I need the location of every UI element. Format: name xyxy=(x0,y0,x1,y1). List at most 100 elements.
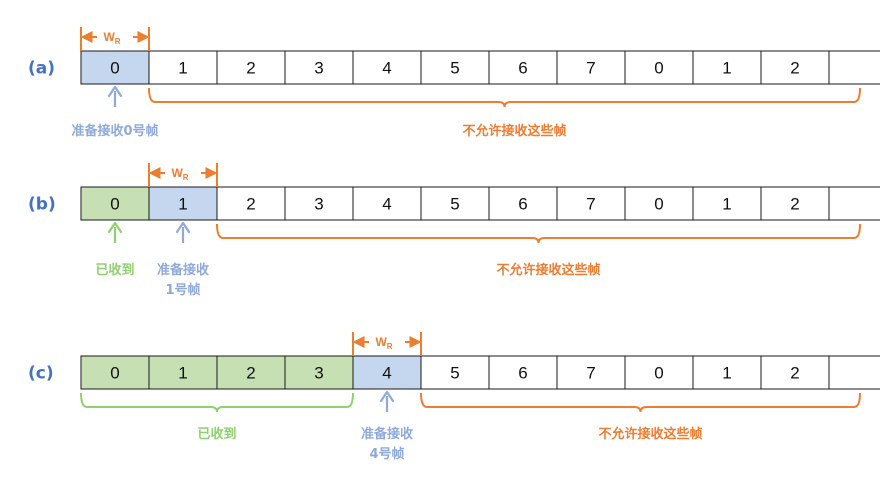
ready-to-receive-label: 1号帧 xyxy=(165,282,200,298)
frame-cell: 3 xyxy=(284,355,354,390)
frame-number: 0 xyxy=(110,59,119,78)
frame-cell xyxy=(828,355,880,390)
not-allowed-bracket xyxy=(420,392,861,413)
frame-cell: 1 xyxy=(148,50,218,85)
frame-number: 4 xyxy=(382,59,391,78)
window-size-label: WR xyxy=(171,166,188,182)
frame-cell: 1 xyxy=(148,186,218,221)
frame-cell: 0 xyxy=(80,355,150,390)
not-allowed-label: 不允许接收这些帧 xyxy=(462,123,566,139)
frame-cell: 6 xyxy=(488,50,558,85)
frame-cell: 6 xyxy=(488,355,558,390)
frame-cell: 0 xyxy=(624,186,694,221)
frame-number: 6 xyxy=(518,59,527,78)
frame-number: 4 xyxy=(382,195,391,214)
row-label: (c) xyxy=(28,364,54,384)
ready-to-receive-label: 4号帧 xyxy=(369,446,404,462)
ready-arrow xyxy=(107,85,123,107)
frame-cell: 2 xyxy=(760,50,830,85)
frame-number: 0 xyxy=(654,195,663,214)
not-allowed-label: 不允许接收这些帧 xyxy=(598,426,702,442)
frame-cell: 2 xyxy=(760,355,830,390)
frame-cell: 1 xyxy=(148,355,218,390)
frame-number: 6 xyxy=(518,364,527,383)
frame-number: 1 xyxy=(178,364,187,383)
row-label: (b) xyxy=(28,195,56,215)
frame-cell: 0 xyxy=(624,50,694,85)
ready-to-receive-label: 准备接收 xyxy=(157,262,210,278)
frame-cell: 2 xyxy=(216,355,286,390)
frame-cell: 6 xyxy=(488,186,558,221)
ready-arrow xyxy=(379,390,395,412)
frame-number: 1 xyxy=(722,195,731,214)
frame-cell: 5 xyxy=(420,50,490,85)
frame-cell: 1 xyxy=(692,355,762,390)
frame-number: 5 xyxy=(450,195,459,214)
sequence-row: (c) 0 1 2 3 4 5 6 7 0 1 2 WR xyxy=(28,332,880,390)
frame-number: 5 xyxy=(450,59,459,78)
row-label: (a) xyxy=(28,59,55,79)
window-size-label: WR xyxy=(375,335,392,351)
frame-cell: 0 xyxy=(80,186,150,221)
frame-cell: 7 xyxy=(556,355,626,390)
frame-cell: 5 xyxy=(420,355,490,390)
frame-cell: 7 xyxy=(556,50,626,85)
receive-window-marker: WR xyxy=(352,332,422,356)
frame-number: 2 xyxy=(246,59,255,78)
ready-to-receive-label: 准备接收 xyxy=(361,426,414,442)
frame-cell xyxy=(828,186,880,221)
frame-number: 2 xyxy=(246,195,255,214)
frame-cell: 4 xyxy=(352,355,422,390)
frame-cell xyxy=(828,50,880,85)
frame-number: 1 xyxy=(722,364,731,383)
not-allowed-bracket xyxy=(216,223,861,244)
sequence-row: (a) 0 1 2 3 4 5 6 7 0 1 2 WR xyxy=(28,27,880,85)
frame-cell: 0 xyxy=(80,50,150,85)
received-bracket xyxy=(80,392,354,413)
not-allowed-label: 不允许接收这些帧 xyxy=(496,262,600,278)
frame-cell: 3 xyxy=(284,186,354,221)
frame-cell: 2 xyxy=(760,186,830,221)
frame-number: 2 xyxy=(790,195,799,214)
window-size-label: WR xyxy=(103,30,120,46)
frame-number: 1 xyxy=(178,195,187,214)
frame-cell: 3 xyxy=(284,50,354,85)
frame-cell: 5 xyxy=(420,186,490,221)
frame-number: 0 xyxy=(110,364,119,383)
frame-cell: 1 xyxy=(692,186,762,221)
frame-number: 2 xyxy=(790,364,799,383)
received-label: 已收到 xyxy=(95,262,134,278)
ready-arrow xyxy=(175,221,191,243)
frame-cell: 4 xyxy=(352,186,422,221)
frame-number: 7 xyxy=(586,364,595,383)
frame-number: 3 xyxy=(314,59,323,78)
frame-number: 7 xyxy=(586,195,595,214)
not-allowed-bracket xyxy=(148,87,861,108)
frame-number: 2 xyxy=(790,59,799,78)
frame-number: 4 xyxy=(382,364,391,383)
frame-number: 5 xyxy=(450,364,459,383)
frame-cell: 2 xyxy=(216,50,286,85)
ready-to-receive-label: 准备接收0号帧 xyxy=(71,123,158,139)
frame-number: 3 xyxy=(314,195,323,214)
frame-cell: 7 xyxy=(556,186,626,221)
frame-cell: 1 xyxy=(692,50,762,85)
frame-cell: 4 xyxy=(352,50,422,85)
frame-cell: 0 xyxy=(624,355,694,390)
frame-number: 7 xyxy=(586,59,595,78)
frame-cell: 2 xyxy=(216,186,286,221)
received-arrow xyxy=(107,221,123,243)
frame-number: 1 xyxy=(178,59,187,78)
frame-number: 0 xyxy=(110,195,119,214)
frame-number: 6 xyxy=(518,195,527,214)
received-label: 已收到 xyxy=(197,426,236,442)
frame-number: 0 xyxy=(654,59,663,78)
receive-window-marker: WR xyxy=(80,27,150,51)
frame-number: 0 xyxy=(654,364,663,383)
frame-number: 1 xyxy=(722,59,731,78)
frame-number: 3 xyxy=(314,364,323,383)
sequence-row: (b) 0 1 2 3 4 5 6 7 0 1 2 WR xyxy=(28,163,880,221)
frame-number: 2 xyxy=(246,364,255,383)
receive-window-marker: WR xyxy=(148,163,218,187)
